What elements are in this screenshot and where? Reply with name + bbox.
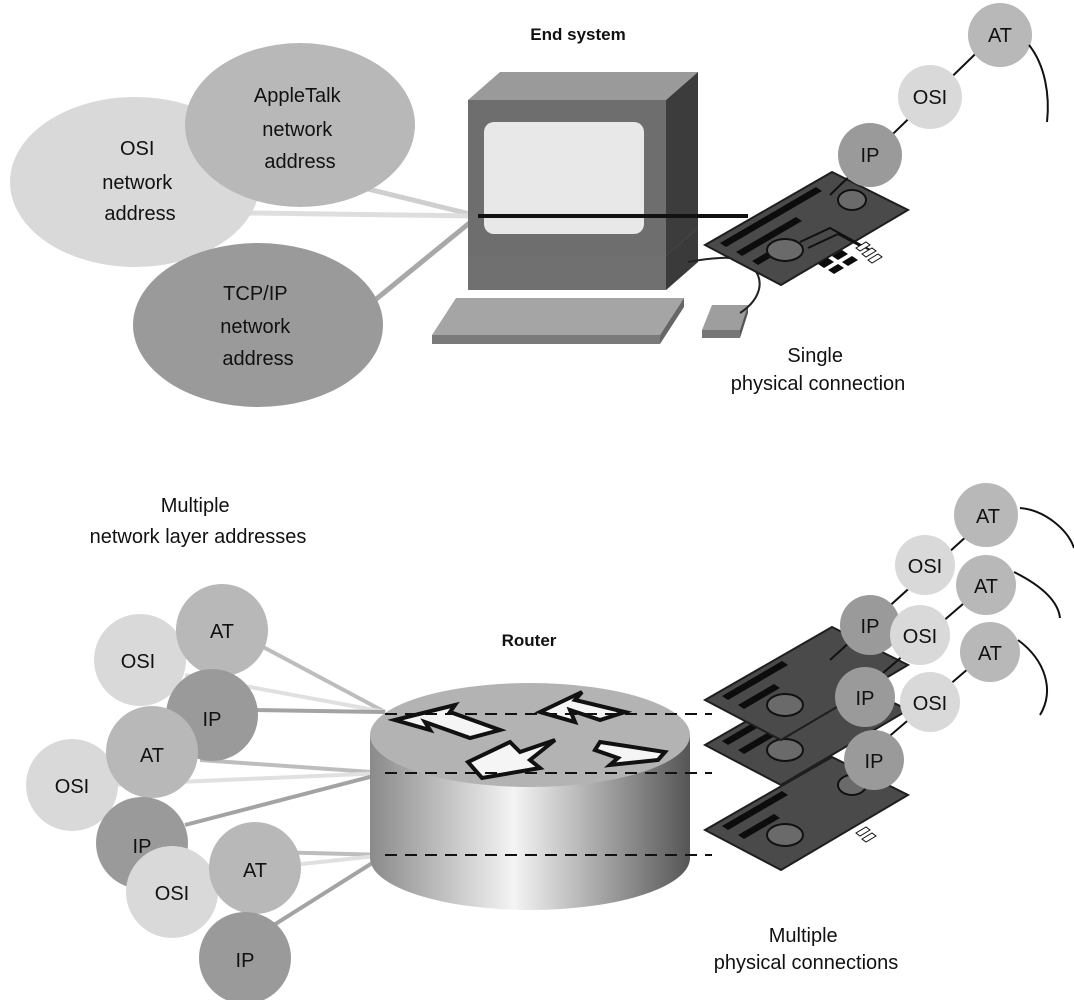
appletalk-oval-line-2: network [262,119,333,141]
g1-at-circle [176,584,268,676]
top-chain-at-circle [968,3,1032,67]
addresses-label-line-2: network layer addresses [90,526,307,548]
g3-osi-label: OSI [155,883,189,905]
g2-osi-label: OSI [55,776,89,798]
right-protocol-chains: AT OSI IP AT OSI IP AT OSI IP [829,483,1074,790]
tcpip-oval-line-2: network [220,316,291,338]
router-icon [370,683,690,910]
c2-osi-label: OSI [903,626,937,648]
c3-at-label: AT [978,643,1002,665]
svg-text:Multiple network layer a: Multiple network layer addresses [90,495,307,548]
network-card-icon [702,170,911,287]
appletalk-oval: AppleTalk network address [185,43,415,207]
router-network-cards [702,625,911,872]
svg-text:Single physical connecti: Single physical connection [731,345,906,395]
g1-osi-circle [94,614,186,706]
c1-ip-label: IP [861,616,880,638]
end-system-label: End system [530,25,625,44]
c3-ip-circle [844,730,904,790]
router-card-1 [702,625,911,742]
appletalk-oval-line-3: address [264,151,335,173]
tcpip-oval-line-1: TCP/IP [223,283,287,305]
c2-ip-label: IP [856,688,875,710]
router-label: Router [502,631,557,650]
end-system-computer-icon [432,72,761,344]
c1-osi-circle [895,535,955,595]
multiple-connections-label-line-1: Multiple [769,925,838,947]
g2-osi-circle [26,739,118,831]
top-chain-cable [1028,44,1049,123]
c1-ip-circle [840,595,900,655]
g1-ip-label: IP [203,709,222,731]
g3-ip-circle [199,912,291,1000]
c3-at-circle [960,622,1020,682]
g2-at-circle [106,706,198,798]
single-connection-label-line-1: Single [787,345,843,367]
svg-text:OSI network ad: OSI network address [102,138,178,225]
svg-text:TCP/IP network: TCP/IP network address [220,283,296,370]
svg-text:AppleTalk network: AppleTalk network address [254,85,346,173]
c3-ip-label: IP [865,751,884,773]
addresses-label-line-1: Multiple [161,495,230,517]
top-section: End system OSI network address AppleTalk… [10,3,1049,407]
svg-text:Multiple physical connec: Multiple physical connections [714,925,899,974]
top-chain-ip-label: IP [861,145,880,167]
tcpip-oval-line-3: address [222,348,293,370]
c3-osi-label: OSI [913,693,947,715]
g3-ip-label: IP [236,950,255,972]
osi-oval-line-2: network [102,172,173,194]
g1-osi-label: OSI [121,651,155,673]
osi-oval-line-1: OSI [120,138,154,160]
c1-at-label: AT [976,506,1000,528]
c1-osi-label: OSI [908,556,942,578]
top-chain-osi-circle [898,65,962,129]
g2-at-label: AT [140,745,164,767]
left-address-group-1: OSI AT IP [94,584,268,761]
multiple-connections-label-line-2: physical connections [714,952,899,974]
top-chain-osi-label: OSI [913,87,947,109]
c2-ip-circle [835,667,895,727]
c2-osi-circle [890,605,950,665]
g2-ip-label: IP [133,836,152,858]
g1-at-label: AT [210,621,234,643]
g3-osi-circle [126,846,218,938]
router-dashed-connections [385,713,712,856]
c2-at-circle [956,555,1016,615]
appletalk-oval-line-1: AppleTalk [254,85,342,107]
c2-at-label: AT [974,576,998,598]
top-chain-at-label: AT [988,25,1012,47]
router-card-3 [702,755,911,872]
g3-at-circle [209,822,301,914]
tcpip-oval: TCP/IP network address [133,243,383,407]
bottom-section: Multiple network layer addresses OSI AT … [26,483,1074,1000]
single-connection-label-line-2: physical connection [731,373,906,395]
g3-at-label: AT [243,860,267,882]
top-protocol-chain: IP OSI AT [829,3,1049,196]
c1-at-circle [954,483,1018,547]
osi-oval-line-3: address [104,203,175,225]
left-address-group-3: OSI AT IP [126,822,301,1000]
c3-osi-circle [900,672,960,732]
top-chain-ip-circle [838,123,902,187]
